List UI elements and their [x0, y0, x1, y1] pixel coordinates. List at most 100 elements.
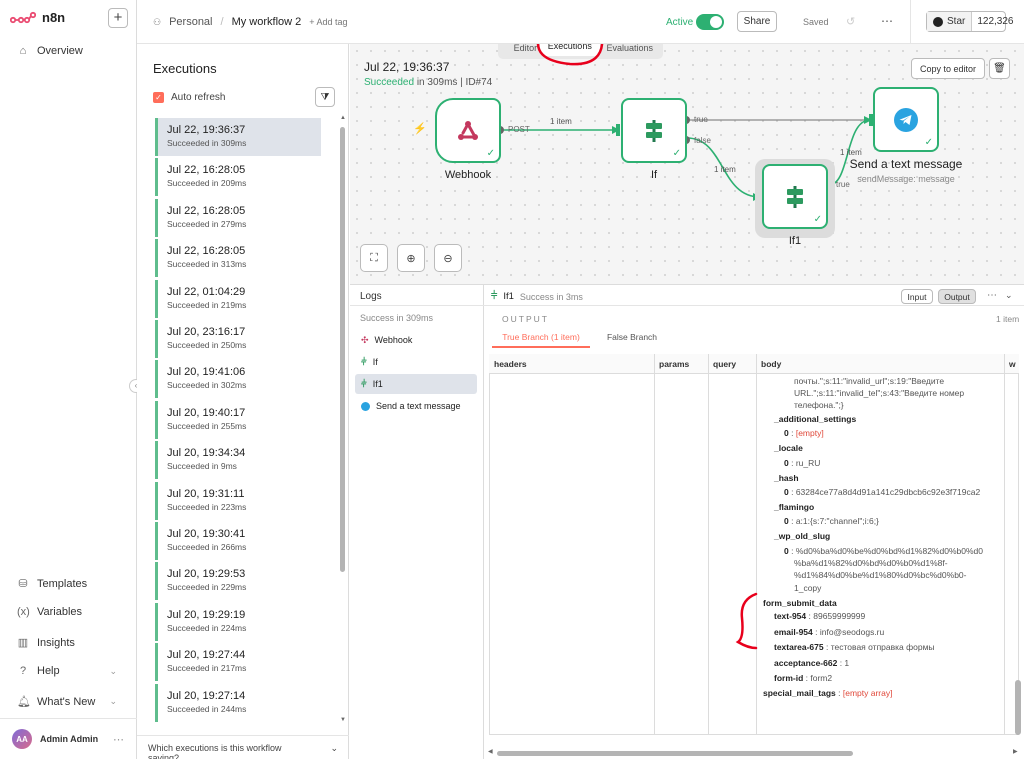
- more-options-icon[interactable]: ⋯: [987, 290, 997, 301]
- execution-item-status: Succeeded in 9ms: [167, 461, 237, 472]
- chevron-down-icon: ⌄: [109, 665, 117, 676]
- signpost-icon: ⫩: [491, 290, 498, 302]
- scroll-right-arrow[interactable]: ▶: [1013, 749, 1018, 755]
- scroll-down-arrow[interactable]: ▼: [340, 717, 346, 723]
- json-key: 0: [784, 546, 789, 556]
- json-key: _locale: [774, 443, 803, 453]
- nav-insights-label: Insights: [37, 636, 75, 649]
- scrollbar[interactable]: [340, 127, 345, 572]
- output-horizontal-scrollbar[interactable]: [497, 751, 853, 756]
- create-button[interactable]: +: [108, 8, 128, 28]
- json-field: special_mail_tags : [empty array]: [763, 688, 893, 698]
- auto-refresh[interactable]: ✓ Auto refresh: [153, 92, 225, 103]
- json-key: 0: [784, 428, 789, 438]
- input-toggle-button[interactable]: Input: [901, 289, 933, 304]
- nav-whats-new[interactable]: 🔔︎ What's New ⌄: [17, 695, 117, 709]
- user-menu[interactable]: AA Admin Admin ⋯: [12, 729, 124, 749]
- fit-view-button[interactable]: ⛶: [360, 244, 388, 272]
- column-header-query: query: [713, 359, 737, 369]
- webhook-icon: [458, 120, 478, 140]
- column-header-w: w: [1009, 359, 1016, 369]
- star-count: 122,326: [977, 16, 1014, 27]
- executions-title: Executions: [153, 61, 217, 76]
- n8n-logo[interactable]: n8n: [10, 10, 65, 25]
- filter-button[interactable]: ⧩: [315, 87, 335, 107]
- execution-item-status: Succeeded in 209ms: [167, 178, 247, 189]
- node-webhook[interactable]: ✓: [435, 98, 501, 163]
- body-text-line: телефона.";}: [794, 400, 844, 410]
- tab-executions[interactable]: Executions: [540, 44, 600, 56]
- execution-item-date: Jul 20, 19:30:41: [167, 528, 246, 540]
- json-key: email-954: [774, 627, 813, 637]
- scroll-left-arrow[interactable]: ◀: [488, 749, 493, 755]
- log-item-if[interactable]: ⫩ If: [355, 352, 477, 372]
- executions-saving-info[interactable]: Which executions is this workflow saving…: [148, 743, 338, 759]
- zoom-out-button[interactable]: ⊖: [434, 244, 462, 272]
- more-options-icon[interactable]: ⋯: [881, 14, 893, 28]
- node-if[interactable]: ✓: [621, 98, 687, 163]
- add-tag-link[interactable]: + Add tag: [309, 17, 348, 27]
- zoom-in-button[interactable]: ⊕: [397, 244, 425, 272]
- github-star-button[interactable]: Star 122,326: [926, 11, 1014, 32]
- auto-refresh-checkbox[interactable]: ✓: [153, 92, 164, 103]
- share-button[interactable]: Share: [737, 11, 777, 32]
- log-item-webhook[interactable]: ✣ Webhook: [355, 330, 477, 350]
- execution-item-date: Jul 20, 19:27:14: [167, 689, 246, 702]
- log-item-if1[interactable]: ⫩ If1: [355, 374, 477, 394]
- scroll-up-arrow[interactable]: ▲: [340, 115, 346, 121]
- success-check-icon: ✓: [924, 137, 933, 148]
- node-if-label: If: [650, 169, 658, 181]
- nav-templates[interactable]: ⛁ Templates: [17, 577, 127, 591]
- column-header-params: params: [659, 359, 690, 369]
- workflow-canvas[interactable]: Editor Executions Evaluations Jul 22, 19…: [350, 44, 1024, 284]
- nav-insights[interactable]: ▥ Insights: [17, 636, 127, 650]
- output-vertical-scrollbar[interactable]: [1015, 680, 1021, 735]
- json-value: [empty array]: [842, 688, 893, 698]
- output-toggle-button[interactable]: Output: [938, 289, 976, 304]
- nav-overview[interactable]: ⌂ Overview: [17, 45, 83, 57]
- tab-editor[interactable]: Editor: [513, 44, 538, 53]
- execution-date: Jul 22, 19:36:37: [364, 60, 450, 74]
- breadcrumb-project[interactable]: Personal: [169, 16, 213, 28]
- more-icon[interactable]: ⋯: [113, 733, 124, 746]
- node-telegram[interactable]: ✓: [873, 87, 939, 152]
- nav-help[interactable]: ? Help ⌄: [17, 665, 117, 677]
- chevron-down-icon[interactable]: ⌄: [1005, 290, 1013, 300]
- tab-evaluations[interactable]: Evaluations: [606, 44, 654, 53]
- n8n-logo-icon: [10, 11, 36, 23]
- node-if1[interactable]: ✓: [762, 164, 828, 229]
- history-icon[interactable]: ↺: [846, 16, 856, 28]
- node-telegram-label: Send a text message: [849, 157, 963, 171]
- signpost-icon: [646, 119, 662, 142]
- tab-true-branch[interactable]: True Branch (1 item): [492, 329, 590, 348]
- execution-item-status: Succeeded in 266ms: [167, 542, 247, 552]
- log-item-label: Send a text message: [376, 401, 461, 411]
- nav-variables[interactable]: (x) Variables: [17, 606, 127, 618]
- insights-icon: ▥: [17, 637, 29, 649]
- delete-execution-button[interactable]: 🗑︎: [989, 58, 1010, 79]
- header-bar: ⚇ Personal / My workflow 2 + Add tag Act…: [137, 0, 1024, 44]
- active-toggle[interactable]: [696, 14, 724, 30]
- annotation-bracket: [735, 592, 758, 650]
- log-item-telegram[interactable]: Send a text message: [355, 396, 477, 416]
- copy-to-editor-button[interactable]: Copy to editor: [911, 58, 985, 79]
- tab-false-branch[interactable]: False Branch: [606, 332, 658, 342]
- edge-label-true: true: [836, 180, 850, 189]
- workflow-name[interactable]: My workflow 2: [231, 16, 302, 28]
- output-label: OUTPUT: [502, 314, 549, 324]
